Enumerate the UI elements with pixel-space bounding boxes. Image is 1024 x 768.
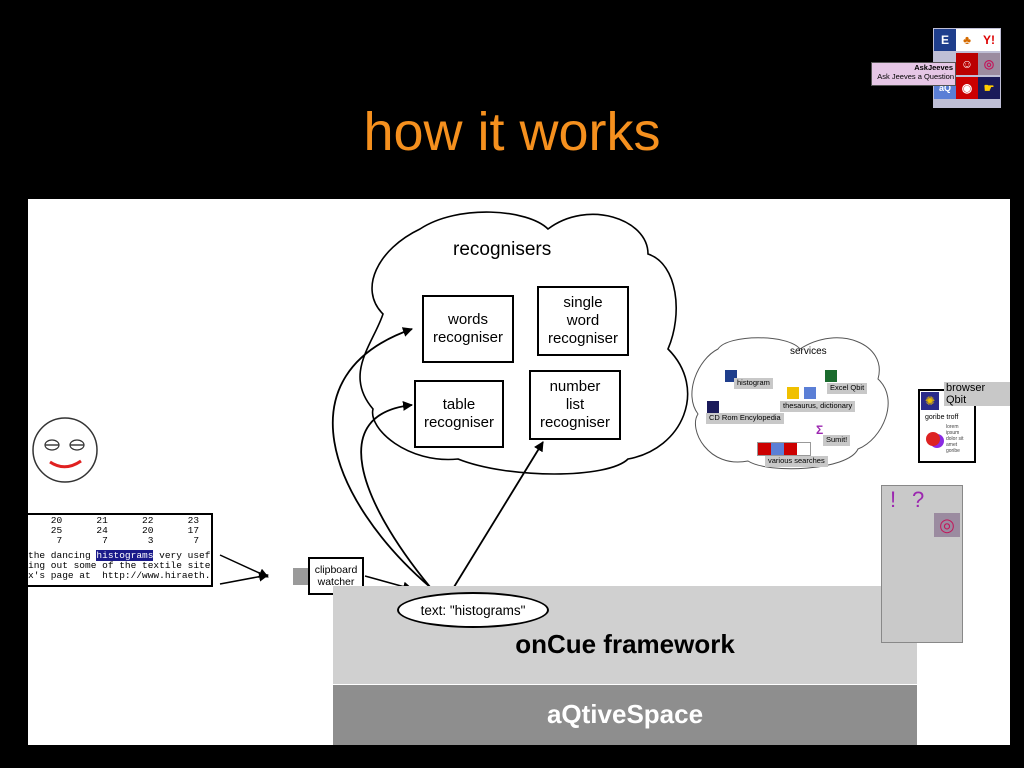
oncue-framework-label: onCue framework [515, 629, 735, 659]
single-word-recogniser-box[interactable]: single word recogniser [537, 286, 629, 356]
search-engine-logos: E ♣ Y! ☺ ◎ ◉ ☛ aQ AskJeeves Ask Jeeves a… [871, 28, 1001, 110]
aqtivespace-label: aQtiveSpace [546, 699, 704, 729]
exclaim-button[interactable]: ! [890, 487, 897, 512]
number-row-2: 25 24 20 17 [28, 525, 200, 536]
number-row-3: 7 7 3 7 [28, 535, 200, 546]
question-button[interactable]: ? [912, 487, 925, 512]
histogram-label: histogram [734, 378, 773, 389]
browser-page-title: goribe troff [925, 414, 959, 421]
aqtivespace-bar [333, 685, 917, 745]
genie-logo-icon: ♣ [956, 29, 978, 51]
services-heading: services [790, 346, 827, 357]
highlighted-word: histograms [96, 550, 154, 561]
thesaurus-label: thesaurus, dictionary [780, 401, 856, 412]
askjeeves-tagline: Ask Jeeves a Question [877, 72, 954, 81]
jeeves-logo-icon: ☺ [956, 53, 978, 75]
clipboard-text-panel[interactable]: 20 21 22 23 25 24 20 17 7 7 3 7 the danc… [28, 513, 213, 587]
search-engine-icons[interactable] [757, 442, 811, 456]
slide-title: how it works [363, 102, 661, 162]
hand-logo-icon: ☛ [978, 77, 1000, 99]
diagram-canvas: recognisers words recogniser single word… [28, 199, 1010, 745]
sumit-label: Sumit! [823, 435, 851, 446]
table-recogniser-box[interactable]: table recogniser [414, 380, 504, 448]
cdrom-label: CD Rom Encylopedia [706, 413, 784, 424]
encyclopaedia-logo-icon: E [934, 29, 956, 51]
askjeeves-tooltip: AskJeeves Ask Jeeves a Question [871, 62, 956, 86]
browser-qbit-icon: ✺ [921, 392, 939, 410]
excel-icon[interactable] [825, 370, 837, 382]
target-logo-icon: ◉ [956, 77, 978, 99]
face-icon [32, 417, 98, 483]
browser-qbit-label: browser Qbit [944, 382, 1010, 406]
browser-page-image [926, 432, 940, 446]
searches-label: various searches [765, 456, 828, 467]
text-after-highlight: very useful a [159, 550, 211, 561]
cdrom-icon[interactable] [707, 401, 719, 413]
tool-panel[interactable] [881, 485, 963, 643]
yahoo-logo-icon: Y! [978, 29, 1000, 51]
excel-label: Excel Qbit [827, 383, 868, 394]
browser-page-text: lorem ipsum dolor sit amet goribe [946, 424, 964, 454]
recognisers-heading: recognisers [453, 239, 552, 260]
number-list-recogniser-box[interactable]: number list recogniser [529, 370, 621, 440]
watcher-connector [293, 568, 308, 585]
askjeeves-name: AskJeeves [914, 63, 953, 72]
sumit-icon[interactable]: Σ [816, 423, 824, 437]
thesaurus-icon[interactable] [787, 387, 799, 399]
text-histograms-ellipse[interactable]: text: "histograms" [397, 592, 549, 628]
text-before-highlight: the dancing [28, 550, 97, 561]
text-row-url: x's page at http://www.hiraeth.com/ [28, 570, 213, 581]
words-recogniser-box[interactable]: words recogniser [422, 295, 514, 363]
dictionary-icon[interactable] [804, 387, 816, 399]
eye-tool-icon[interactable]: ◎ [934, 513, 960, 537]
eye-logo-icon: ◎ [978, 53, 1000, 75]
number-row-1: 20 21 22 23 [28, 515, 200, 526]
text-row-dancing: the dancing histograms very useful a [28, 550, 211, 561]
text-row-textile: ing out some of the textile sites po [28, 560, 213, 571]
